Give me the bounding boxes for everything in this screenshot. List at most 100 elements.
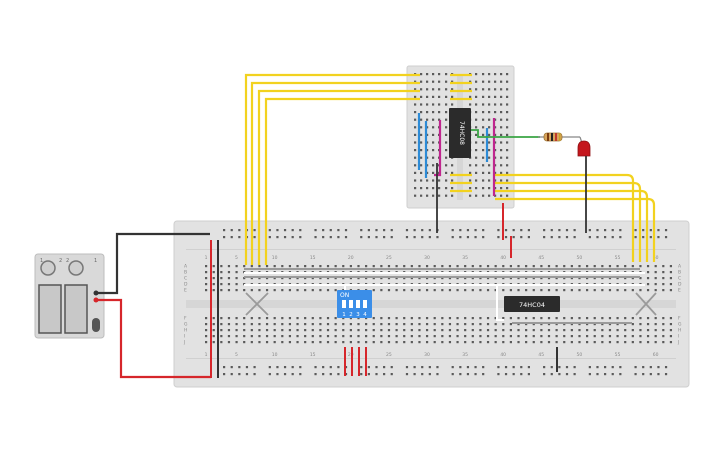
breadboard-hole[interactable] (532, 317, 535, 320)
breadboard-hole[interactable] (649, 229, 652, 232)
breadboard-hole[interactable] (281, 329, 284, 332)
breadboard-hole[interactable] (586, 341, 589, 344)
breadboard-hole[interactable] (482, 366, 485, 369)
breadboard-hole[interactable] (326, 277, 330, 280)
breadboard-hole[interactable] (438, 103, 441, 106)
breadboard-hole[interactable] (428, 373, 431, 376)
breadboard-hole[interactable] (586, 265, 589, 268)
breadboard-hole[interactable] (433, 277, 436, 280)
breadboard-hole[interactable] (494, 80, 497, 83)
breadboard-hole[interactable] (436, 366, 439, 369)
breadboard-hole[interactable] (205, 283, 208, 286)
battery-red-wire[interactable] (96, 298, 211, 379)
breadboard-hole[interactable] (238, 229, 241, 232)
breadboard-hole[interactable] (494, 111, 497, 114)
breadboard-hole[interactable] (414, 187, 417, 190)
breadboard-hole[interactable] (441, 317, 444, 320)
breadboard-hole[interactable] (500, 73, 503, 76)
breadboard-hole[interactable] (243, 329, 246, 332)
breadboard-hole[interactable] (212, 271, 215, 274)
breadboard-hole[interactable] (475, 156, 478, 159)
breadboard-hole[interactable] (445, 126, 448, 129)
breadboard-hole[interactable] (509, 335, 512, 338)
breadboard-hole[interactable] (220, 335, 223, 338)
breadboard-hole[interactable] (380, 329, 383, 332)
breadboard-hole[interactable] (445, 141, 448, 144)
breadboard-hole[interactable] (383, 373, 386, 376)
breadboard-hole[interactable] (631, 289, 634, 292)
breadboard-hole[interactable] (227, 335, 231, 338)
breadboard-hole[interactable] (395, 317, 398, 320)
breadboard-hole[interactable] (506, 126, 509, 129)
breadboard-hole[interactable] (426, 187, 429, 190)
breadboard-hole[interactable] (662, 341, 665, 344)
breadboard-hole[interactable] (573, 236, 576, 239)
breadboard-hole[interactable] (299, 373, 302, 376)
breadboard-hole[interactable] (500, 133, 503, 136)
breadboard-hole[interactable] (432, 171, 435, 174)
breadboard-hole[interactable] (334, 265, 337, 268)
breadboard-hole[interactable] (634, 236, 637, 239)
breadboard-hole[interactable] (469, 179, 472, 182)
breadboard-hole[interactable] (586, 317, 589, 320)
breadboard-hole[interactable] (502, 323, 505, 326)
breadboard-hole[interactable] (426, 179, 429, 182)
breadboard-hole[interactable] (329, 366, 332, 369)
breadboard-hole[interactable] (441, 289, 444, 292)
breadboard-hole[interactable] (258, 341, 261, 344)
breadboard-hole[interactable] (428, 236, 431, 239)
breadboard-hole[interactable] (464, 335, 467, 338)
breadboard-hole[interactable] (349, 277, 352, 280)
breadboard-hole[interactable] (342, 335, 345, 338)
breadboard-hole[interactable] (258, 335, 261, 338)
breadboard-hole[interactable] (390, 236, 393, 239)
breadboard-hole[interactable] (654, 271, 657, 274)
breadboard-hole[interactable] (532, 329, 535, 332)
breadboard-hole[interactable] (220, 323, 223, 326)
breadboard-hole[interactable] (601, 341, 604, 344)
breadboard-hole[interactable] (322, 229, 325, 232)
breadboard-hole[interactable] (471, 323, 474, 326)
breadboard-hole[interactable] (532, 335, 535, 338)
breadboard-hole[interactable] (486, 277, 490, 280)
breadboard-hole[interactable] (414, 164, 417, 167)
breadboard-hole[interactable] (456, 329, 459, 332)
breadboard-hole[interactable] (504, 229, 508, 232)
breadboard-hole[interactable] (464, 341, 467, 344)
breadboard-hole[interactable] (235, 323, 238, 326)
breadboard-hole[interactable] (654, 265, 657, 268)
breadboard-hole[interactable] (410, 277, 413, 280)
green-wire[interactable] (470, 129, 540, 138)
breadboard-hole[interactable] (555, 329, 558, 332)
breadboard-hole[interactable] (375, 366, 378, 369)
breadboard-hole[interactable] (395, 329, 398, 332)
dip-toggle-1[interactable] (342, 300, 346, 308)
breadboard-hole[interactable] (326, 341, 330, 344)
breadboard-hole[interactable] (283, 373, 287, 376)
breadboard-hole[interactable] (482, 171, 485, 174)
breadboard-hole[interactable] (420, 194, 423, 197)
yellow-wire-3[interactable] (257, 89, 420, 265)
breadboard-hole[interactable] (593, 323, 596, 326)
breadboard-hole[interactable] (227, 289, 231, 292)
breadboard-hole[interactable] (494, 289, 497, 292)
breadboard-hole[interactable] (601, 317, 604, 320)
breadboard-hole[interactable] (413, 236, 416, 239)
breadboard-hole[interactable] (448, 323, 452, 326)
breadboard-hole[interactable] (296, 329, 299, 332)
breadboard-hole[interactable] (395, 341, 398, 344)
breadboard-hole[interactable] (365, 335, 368, 338)
breadboard-hole[interactable] (265, 317, 269, 320)
breadboard-hole[interactable] (520, 229, 523, 232)
breadboard-hole[interactable] (451, 95, 454, 98)
breadboard-hole[interactable] (445, 194, 448, 197)
breadboard-hole[interactable] (342, 341, 345, 344)
breadboard-hole[interactable] (276, 373, 279, 376)
breadboard-hole[interactable] (304, 323, 307, 326)
breadboard-hole[interactable] (482, 149, 485, 152)
breadboard-hole[interactable] (273, 341, 276, 344)
breadboard-hole[interactable] (357, 317, 360, 320)
breadboard-hole[interactable] (265, 341, 269, 344)
breadboard-hole[interactable] (558, 236, 561, 239)
